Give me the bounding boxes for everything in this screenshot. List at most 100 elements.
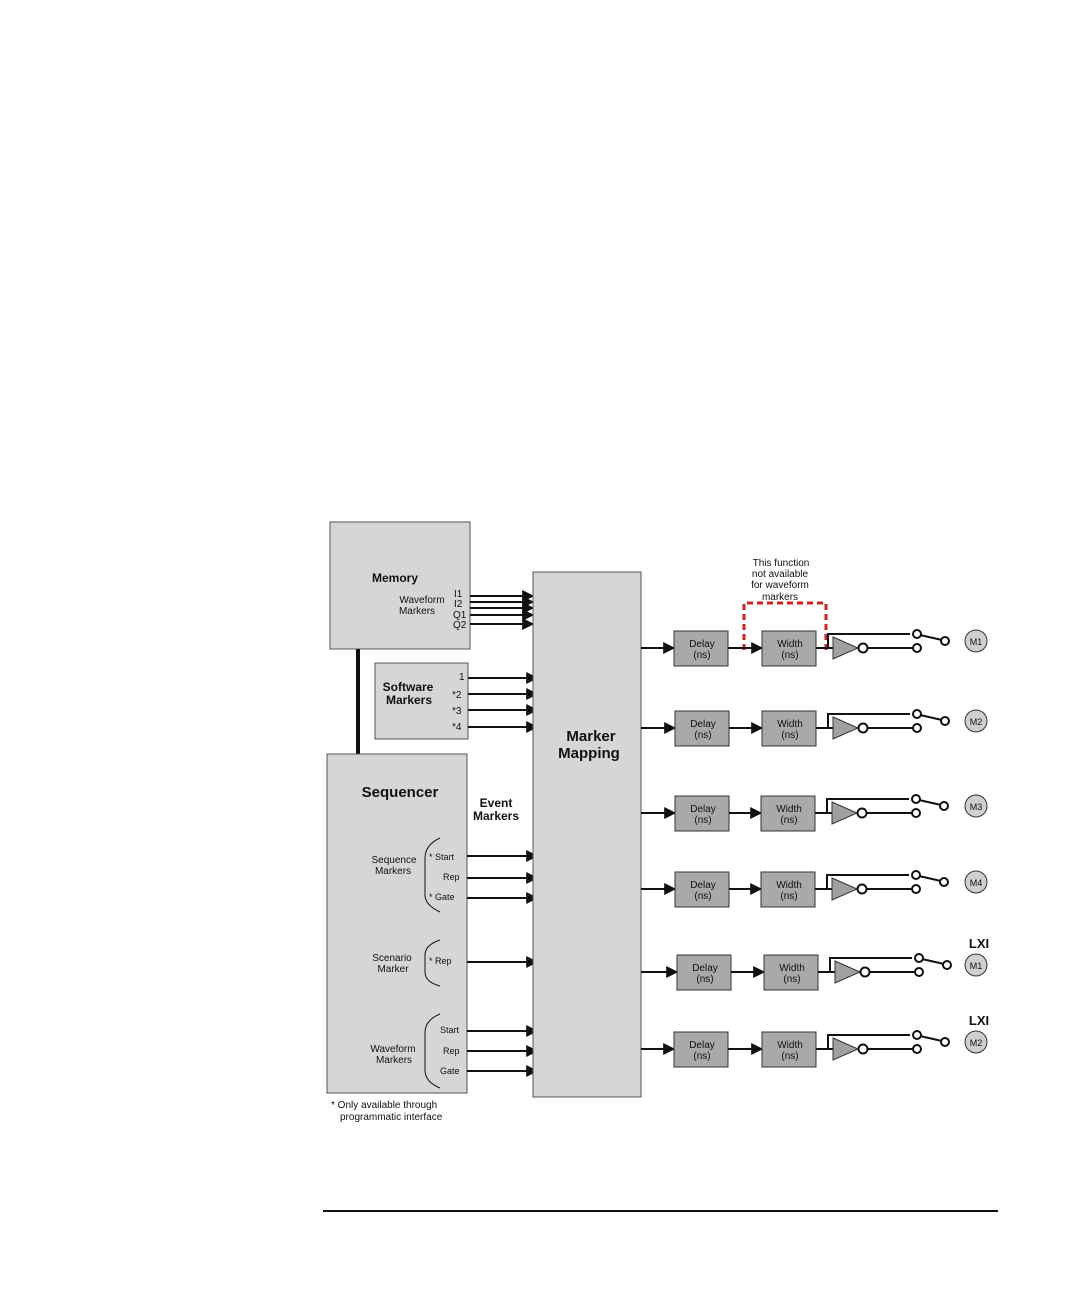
delay-label: Delay [690,719,716,730]
memory-sub1: Waveform [399,595,444,606]
inverter-icon [834,960,862,984]
event-markers-label1: Event [480,796,513,810]
delay-unit: (ns) [694,730,711,741]
mapping-line2: Mapping [558,745,620,762]
width-label: Width [777,639,803,650]
switch-contact-icon [911,808,921,818]
output-node-label: M2 [970,1038,983,1048]
inverter-bubble-icon [856,883,868,895]
width-unit: (ns) [781,1051,798,1062]
delay-label: Delay [689,639,715,650]
memory-arrows [470,590,535,630]
delay-unit: (ns) [694,815,711,826]
delay-unit: (ns) [696,974,713,985]
delay-box [674,795,730,832]
width-label: Width [777,1040,803,1051]
output-node [964,794,988,818]
delay-label: Delay [690,804,716,815]
scenario-port-label: * Rep [429,956,452,966]
switch-contact-icon [912,1030,922,1040]
event-markers-label2: Markers [473,809,519,823]
footnote-line: * Only available through [331,1100,437,1111]
width-unit: (ns) [783,974,800,985]
marker-mapping-block [532,571,642,1098]
bypass-wire [827,633,910,648]
sequencer-block [326,753,468,1094]
scenario-marker-label1: Scenario [372,953,412,964]
output-node-label: M2 [970,717,983,727]
output-node-label: M3 [970,802,983,812]
width-box [760,871,816,908]
output-node [964,870,988,894]
output-chains: Delay(ns)Width(ns)M1Delay(ns)Width(ns)M2… [641,629,989,1068]
switch-contact-icon [911,794,921,804]
mapping-line1: Marker [566,728,615,745]
dashed-highlight [742,601,828,650]
output-node [964,953,988,977]
switch-contact-icon [911,870,921,880]
dashed-note-text: This function not available for waveform… [751,558,809,603]
sequence-markers-label1: Sequence [371,855,416,866]
output-node-label: M4 [970,878,983,888]
software-port-label: 1 [459,672,465,683]
inverter-icon [832,716,860,740]
inverter-icon [831,801,859,825]
switch-contact-icon [912,643,922,653]
inverter-icon [832,1037,860,1061]
inverter-bubble-icon [857,722,869,734]
waveform-port-label: Start [440,1025,460,1035]
sequencer-arrows [467,850,539,1077]
memory-port-label: I1 [454,589,463,600]
delay-label: Delay [689,1040,715,1051]
bypass-wire [826,798,909,813]
bypass-wire [829,957,912,972]
delay-box [674,871,730,908]
output-node [964,629,988,653]
lxi-label: LXI [969,936,989,951]
footnote-line: programmatic interface [340,1112,443,1123]
sequencer-title: Sequencer [362,784,439,801]
switch-arm [919,714,943,721]
width-unit: (ns) [780,815,797,826]
inverter-bubble-icon [857,642,869,654]
software-arrows [468,672,539,733]
software-markers-block [374,662,469,740]
note-line: for waveform [751,580,809,591]
software-title2: Markers [386,693,432,707]
note-line: not available [752,569,809,580]
switch-arm [918,875,942,882]
waveform-port-label: Gate [440,1066,460,1076]
switch-contact-icon [912,723,922,733]
bypass-wire [826,874,909,889]
sequence-bracket [424,837,441,913]
width-unit: (ns) [781,730,798,741]
width-label: Width [776,804,802,815]
inverter-bubble-icon [857,1043,869,1055]
switch-contact-icon [912,629,922,639]
width-label: Width [776,880,802,891]
switch-arm [919,1035,943,1042]
memory-port-label: I2 [454,599,463,610]
scenario-marker-label2: Marker [377,964,409,975]
sequence-markers-label2: Markers [375,866,411,877]
memory-title: Memory [372,571,418,585]
waveform-bracket [424,1013,441,1089]
switch-contact-icon [911,884,921,894]
software-port-label: *4 [452,722,462,733]
width-label: Width [777,719,803,730]
delay-label: Delay [692,963,718,974]
inverter-bubble-icon [859,966,871,978]
memory-sub2: Markers [399,606,435,617]
waveform-port-label: Rep [443,1046,460,1056]
note-line: This function [753,558,810,569]
delay-unit: (ns) [694,891,711,902]
delay-unit: (ns) [693,1051,710,1062]
inverter-icon [832,636,860,660]
bypass-wire [827,713,910,728]
delay-unit: (ns) [693,650,710,661]
switch-pivot-icon [942,960,952,970]
switch-pivot-icon [940,1037,950,1047]
width-box [763,954,819,991]
switch-contact-icon [912,709,922,719]
